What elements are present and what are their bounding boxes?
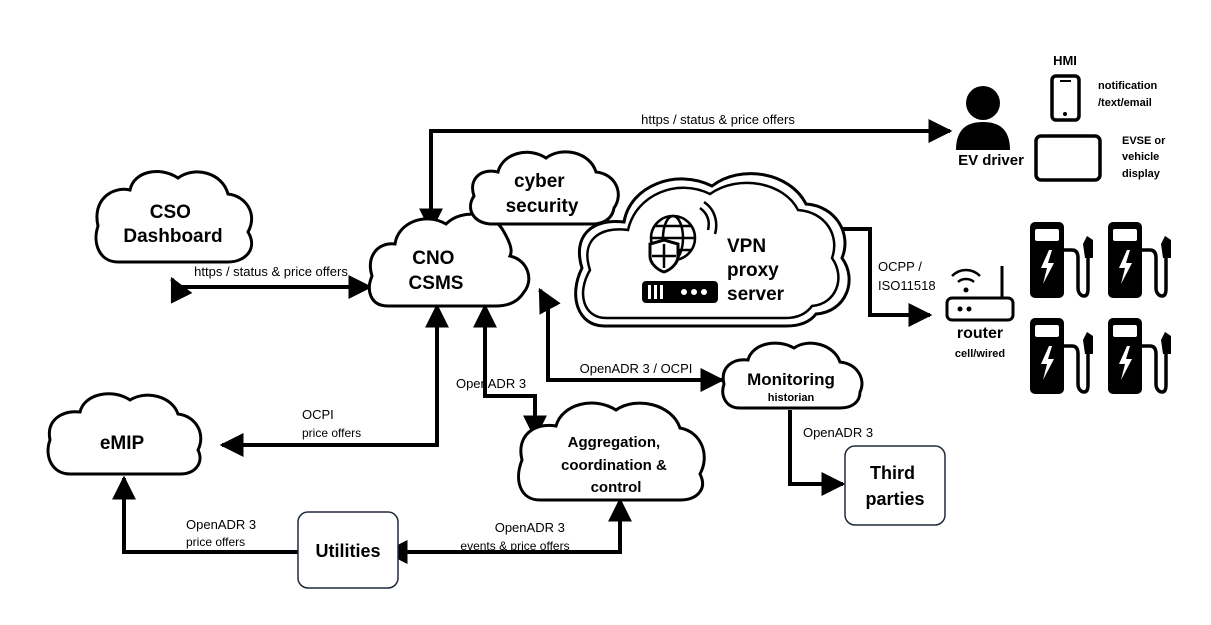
svg-text:EVSE or vehicle displa: EVSE or vehicle display [1122, 135, 1168, 180]
emip-cloud [46, 392, 203, 476]
phone-icon [1050, 74, 1081, 122]
cyber-title: cyber [514, 171, 565, 192]
ev-charger-icon [1108, 318, 1171, 394]
driver-link-label: https / status & price offers [641, 112, 795, 127]
svg-text:OCPP / ISO11518: OCPP / ISO11518 [878, 259, 936, 293]
utilities-label: Utilities [315, 541, 380, 561]
hmi-label: HMI [1053, 53, 1077, 68]
svg-text:notification /text/email: notification /text/email [1098, 80, 1160, 109]
cso-subtitle: Dashboard [123, 226, 222, 247]
cno-csms-cloud [367, 212, 531, 308]
cno-driver-connector [419, 119, 953, 233]
utilities-aggregation-line2: events & price offers [460, 539, 569, 553]
cno-aggregation-connector [473, 303, 547, 440]
aggregation-link-label: OpenADR 3 [456, 376, 526, 391]
third-parties-line2: parties [865, 489, 924, 509]
svg-text:Aggregation, coordination: Aggregation, coordination & control [561, 434, 671, 496]
svg-text:Third parties: Third parties [865, 463, 924, 509]
svg-text:CSO Dashboard: CSO Dashboard [123, 202, 222, 247]
svg-text:cyber security: cyber security [506, 171, 579, 217]
cno-monitoring-connector [538, 287, 725, 392]
utilities-emip-line2: price offers [186, 535, 245, 549]
utilities-emip-connector [112, 475, 298, 554]
globe-shield-icon [648, 200, 718, 274]
monitoring-link-label: OpenADR 3 / OCPI [580, 361, 693, 376]
cno-emip-connector [219, 303, 449, 457]
svg-text:VPN proxy server: VPN proxy server [727, 236, 785, 305]
monitoring-title: Monitoring [747, 370, 835, 389]
cso-link-label: https / status & price offers [194, 264, 348, 279]
cso-title: CSO [150, 202, 191, 223]
utilities-aggregation-line1: OpenADR 3 [495, 520, 565, 535]
notification-line2: /text/email [1098, 97, 1152, 109]
server-icon [642, 281, 718, 303]
ocpp-label-line2: ISO11518 [878, 278, 936, 293]
utilities-aggregation-connector [383, 497, 632, 564]
emip-link-line1: OCPI [302, 407, 334, 422]
svg-text:OpenADR 3 price offers: OpenADR 3 price offers [186, 516, 261, 549]
utilities-emip-line1: OpenADR 3 [186, 517, 256, 532]
router-label: router [957, 325, 1003, 342]
evse-line2: vehicle [1122, 151, 1159, 163]
aggregation-line2: coordination & [561, 457, 667, 474]
utilities-box [297, 511, 399, 589]
cyber-subtitle: security [506, 196, 579, 217]
svg-text:OpenADR 3 events & price o: OpenADR 3 events & price offers [460, 519, 569, 553]
monitoring-thirdparties-connector [788, 410, 846, 496]
evse-line3: display [1122, 168, 1161, 180]
aggregation-cloud [517, 401, 706, 502]
monitoring-subtitle: historian [768, 392, 815, 404]
notification-line1: notification [1098, 80, 1158, 92]
evse-line1: EVSE or [1122, 135, 1166, 147]
tablet-icon [1034, 134, 1102, 182]
cno-title: CNO [412, 248, 454, 269]
ev-charger-icon [1108, 222, 1171, 298]
cso-dashboard-cloud [94, 170, 254, 264]
svg-text:OCPI price offers: OCPI price offers [302, 406, 361, 440]
thirdparties-link-label: OpenADR 3 [803, 425, 873, 440]
cyber-security-cloud [469, 150, 620, 226]
ev-driver-label: EV driver [958, 152, 1024, 169]
person-icon [956, 86, 1010, 150]
vpn-line2: proxy [727, 260, 779, 281]
ev-charger-icon [1030, 222, 1093, 298]
third-parties-line1: Third [870, 463, 915, 483]
aggregation-line1: Aggregation, [568, 434, 661, 451]
emip-title: eMIP [100, 433, 145, 454]
aggregation-line3: control [591, 479, 642, 496]
vpn-line3: server [727, 284, 785, 305]
third-parties-box [844, 445, 946, 526]
cso-cno-connector [170, 275, 373, 304]
vpn-title: VPN [727, 236, 766, 257]
router-sublabel: cell/wired [955, 348, 1005, 360]
cno-subtitle: CSMS [409, 273, 464, 294]
monitoring-cloud [721, 341, 864, 410]
router-icon [945, 266, 1015, 322]
svg-text:CNO CSMS: CNO CSMS [409, 248, 464, 294]
ocpp-label-line1: OCPP / [878, 259, 922, 274]
ev-charger-icon [1030, 318, 1093, 394]
emip-link-line2: price offers [302, 426, 361, 440]
